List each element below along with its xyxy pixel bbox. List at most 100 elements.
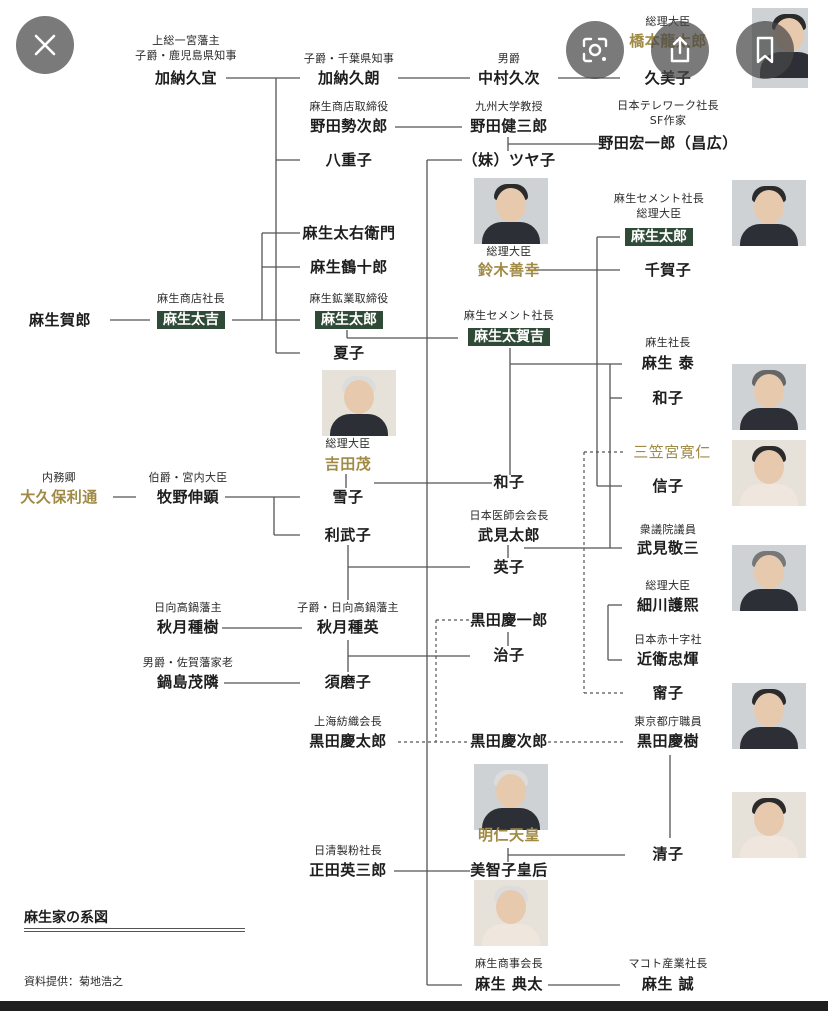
role-aso-takakichi: 麻生セメント社長: [463, 309, 555, 322]
role-kano-hisaakira: 子爵・千葉県知事: [303, 52, 395, 65]
name-kuroda-keijiro: 黒田慶次郎: [470, 732, 548, 750]
name-tsuyako: （妹）ツヤ子: [462, 151, 556, 169]
role-akizuki-taneei: 子爵・日向高鍋藩主: [297, 601, 399, 614]
role-yoshida: 総理大臣: [325, 437, 371, 450]
role-noda-seijiro: 麻生商店取締役: [309, 100, 389, 113]
name-chikako: 千賀子: [644, 261, 692, 279]
name-aso-takakichi: 麻生太賀吉: [468, 328, 550, 346]
role-aso-taro-pm: 麻生セメント社長 総理大臣: [613, 192, 705, 220]
role-kuroda-keitaro: 上海紡織会長: [314, 715, 382, 728]
name-takemi-taro: 武見太郎: [477, 526, 541, 544]
name-mikasa: 三笠宮寛仁: [633, 443, 711, 461]
role-konoe: 日本赤十字社: [634, 633, 702, 646]
lens-button[interactable]: [566, 21, 624, 79]
role-shoda: 日清製粉社長: [314, 844, 382, 857]
michiko-photo: [474, 880, 548, 946]
name-noda-koichiro: 野田宏一郎（昌広）: [598, 134, 738, 152]
name-kano-hisayoshi: 加納久宜: [154, 69, 218, 87]
name-aso-yutaka: 麻生 泰: [641, 354, 695, 372]
bottom-bar: [0, 1001, 828, 1011]
name-aso-makoto: 麻生 誠: [641, 975, 695, 993]
name-nakamura: 中村久次: [477, 69, 541, 87]
name-kazuko1: 和子: [652, 389, 684, 407]
role-noda-kenzaburo: 九州大学教授: [475, 100, 543, 113]
name-suzuki: 鈴木善幸: [477, 261, 541, 279]
name-aso-kajiro: 麻生賀郎: [28, 311, 92, 329]
kuroda-yoshiki-photo: [732, 683, 806, 749]
name-hideko: 英子: [493, 558, 525, 576]
role-aso-makoto: マコト産業社長: [628, 957, 708, 970]
suzuki-photo: [474, 178, 548, 244]
name-aso-takichi: 麻生太吉: [157, 311, 225, 329]
partial-role: 総理大臣: [645, 15, 691, 28]
name-kuroda-yoshiki: 黒田慶樹: [636, 732, 700, 750]
role-akizuki-tanemori: 日向高鍋藩主: [154, 601, 222, 614]
name-sayako: 清子: [652, 845, 684, 863]
lens-icon: [582, 37, 608, 63]
name-okubo: 大久保利通: [20, 488, 98, 506]
role-aso-yutaka: 麻生社長: [645, 336, 691, 349]
role-takemi-taro: 日本医師会会長: [469, 509, 549, 522]
name-aso-taemon: 麻生太右衛門: [302, 224, 396, 242]
name-yoshida: 吉田茂: [324, 455, 372, 473]
name-yukiko: 雪子: [332, 488, 364, 506]
name-nobuko: 信子: [652, 477, 684, 495]
close-button[interactable]: [16, 16, 74, 74]
name-konoe: 近衛忠煇: [636, 650, 700, 668]
role-makino: 伯爵・宮内大臣: [148, 471, 228, 484]
share-icon: [670, 36, 690, 63]
name-aso-taro-pm: 麻生太郎: [625, 228, 693, 246]
role-suzuki: 総理大臣: [486, 245, 532, 258]
name-akizuki-taneei: 秋月種英: [316, 618, 380, 636]
bookmark-icon: [756, 36, 774, 64]
role-aso-taro: 麻生鉱業取締役: [309, 292, 389, 305]
name-noda-kenzaburo: 野田健三郎: [470, 117, 548, 135]
role-nakamura: 男爵: [497, 52, 521, 65]
name-takemi-keizo: 武見敬三: [636, 539, 700, 557]
nobuko-photo: [732, 440, 806, 506]
name-aso-taro: 麻生太郎: [315, 311, 383, 329]
name-haruko: 治子: [493, 646, 525, 664]
name-akizuki-tanemori: 秋月種樹: [156, 618, 220, 636]
role-hosokawa: 総理大臣: [645, 579, 691, 592]
close-icon: [34, 34, 56, 56]
name-aso-tsurujuro: 麻生鶴十郎: [310, 258, 388, 276]
aso-yutaka-photo: [732, 364, 806, 430]
takemi-keizo-photo: [732, 545, 806, 611]
yoshida-photo: [322, 370, 396, 436]
name-natsuko: 夏子: [333, 344, 365, 362]
role-noda-koichiro: 日本テレワーク社長 SF作家: [617, 99, 719, 127]
aso-taro-photo: [732, 180, 806, 246]
name-sumako: 須磨子: [324, 673, 372, 691]
name-kazuko2: 和子: [493, 473, 525, 491]
name-noda-seijiro: 野田勢次郎: [310, 117, 388, 135]
share-button[interactable]: [651, 21, 709, 79]
role-aso-norita: 麻生商事会長: [475, 957, 543, 970]
role-kano-hisayoshi: 上総一宮藩主 子爵・鹿児島県知事: [135, 34, 237, 62]
role-aso-takichi: 麻生商店社長: [157, 292, 225, 305]
name-kuroda-keiichiro: 黒田慶一郎: [470, 611, 548, 629]
diagram-credit: 資料提供：菊地浩之: [24, 975, 123, 988]
name-aso-norita: 麻生 典太: [475, 975, 543, 993]
name-yasuko: 甯子: [652, 684, 684, 702]
bookmark-button[interactable]: [736, 21, 794, 79]
name-shoda: 正田英三郎: [309, 861, 387, 879]
name-makino: 牧野伸顕: [156, 488, 220, 506]
name-kuroda-keitaro: 黒田慶太郎: [309, 732, 387, 750]
role-kuroda-yoshiki: 東京都庁職員: [634, 715, 702, 728]
role-okubo: 内務卿: [42, 471, 76, 484]
name-akihito: 明仁天皇: [477, 826, 541, 844]
name-yaeko: 八重子: [325, 151, 373, 169]
sayako-photo: [732, 792, 806, 858]
title-underline: [24, 928, 245, 932]
name-hosokawa: 細川護煕: [636, 596, 700, 614]
role-nabeshima: 男爵・佐賀藩家老: [142, 656, 234, 669]
name-michiko: 美智子皇后: [470, 861, 548, 879]
name-rimuko: 利武子: [324, 526, 372, 544]
diagram-title: 麻生家の系図: [24, 910, 108, 926]
role-takemi-keizo: 衆議院議員: [639, 523, 697, 536]
name-nabeshima: 鍋島茂隣: [156, 673, 220, 691]
akihito-photo: [474, 764, 548, 830]
